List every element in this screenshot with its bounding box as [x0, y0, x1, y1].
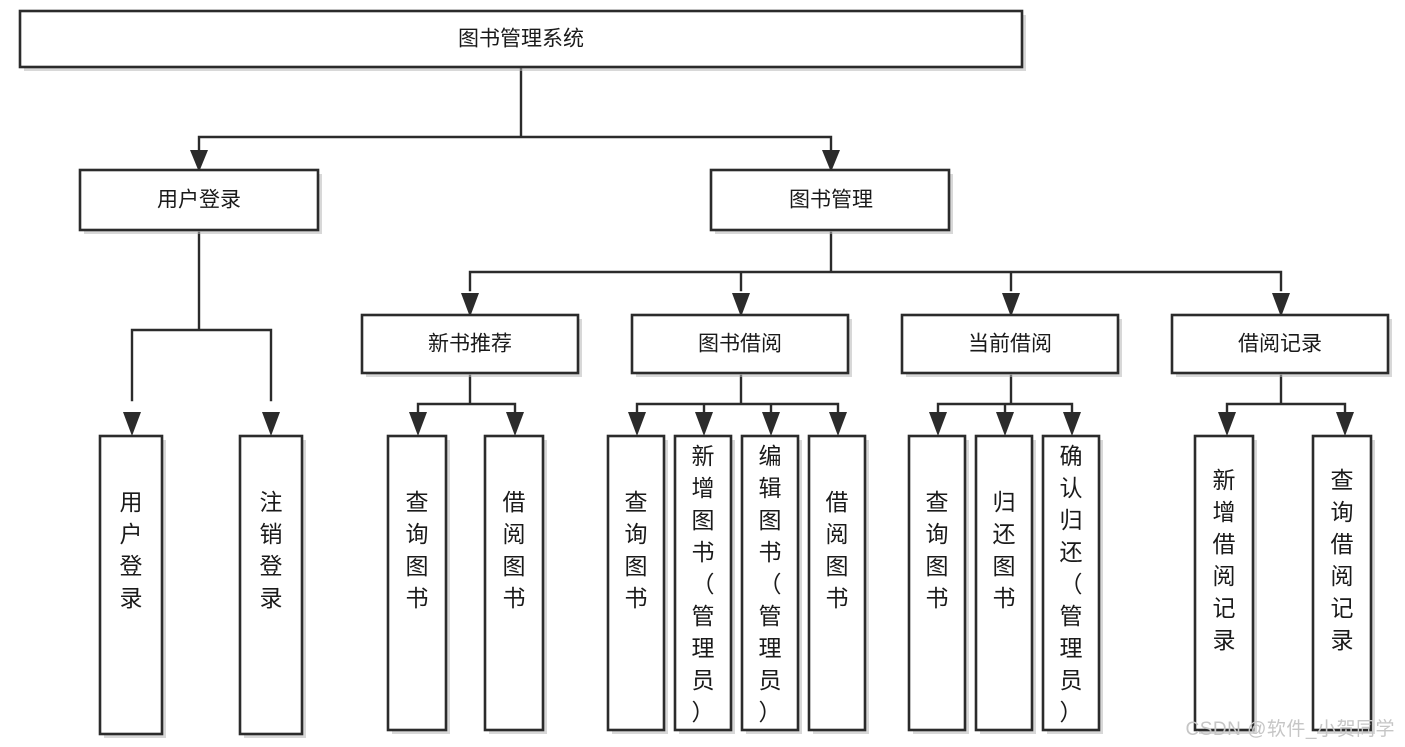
leaf-edit-book-label: 编辑图书（管理员）	[759, 443, 782, 725]
leaf-query-book-3[interactable]: 查询图书	[907, 434, 969, 734]
arrow-to-leaf-borrow-book-2	[829, 412, 847, 436]
arrow-to-borrow-record	[1272, 293, 1290, 317]
leaf-return-book-box[interactable]	[974, 434, 1034, 732]
leaf-logout-login-label: 注销登录	[260, 489, 283, 611]
leaf-return-book-label: 归还图书	[993, 489, 1016, 611]
arrow-to-user-login	[190, 150, 208, 172]
leaf-add-record-label: 新增借阅记录	[1213, 467, 1236, 653]
node-new-book-rec[interactable]: 新书推荐	[360, 313, 582, 377]
user-login-box[interactable]	[78, 168, 320, 232]
arrow-to-leaf-edit-book	[762, 412, 780, 436]
leaf-add-record-box[interactable]	[1193, 434, 1255, 732]
leaf-user-login-box[interactable]	[98, 434, 164, 736]
node-root[interactable]: 图书管理系统	[18, 9, 1026, 71]
book-manage-label: 图书管理	[789, 189, 873, 212]
arrow-to-new-book-rec	[461, 293, 479, 317]
leaf-confirm-return-label: 确认归还（管理员）	[1060, 443, 1083, 725]
leaf-logout-login-box[interactable]	[238, 434, 304, 736]
leaf-add-book[interactable]: 新增图书（管理员）	[673, 434, 735, 734]
new-book-rec-box[interactable]	[360, 313, 580, 375]
borrow-record-box[interactable]	[1170, 313, 1390, 375]
leaf-user-login-label: 用户登录	[120, 489, 143, 611]
leaf-query-record-label: 查询借阅记录	[1331, 467, 1354, 653]
arrow-to-leaf-return-book	[996, 412, 1014, 436]
current-borrow-box[interactable]	[900, 313, 1120, 375]
leaf-query-book-1-label: 查询图书	[406, 489, 429, 611]
node-book-borrow[interactable]: 图书借阅	[630, 313, 852, 377]
arrow-to-leaf-add-book	[695, 412, 713, 436]
leaf-query-book-2-label: 查询图书	[625, 489, 648, 611]
leaf-add-book-box[interactable]	[673, 434, 733, 732]
user-login-label: 用户登录	[157, 189, 241, 212]
arrow-to-leaf-query-record	[1336, 412, 1354, 436]
edge-bookborrow-trunk	[635, 374, 840, 414]
arrow-to-leaf-query-book-2	[628, 412, 646, 436]
leaf-borrow-book-2-label: 借阅图书	[826, 489, 849, 611]
current-borrow-label: 当前借阅	[968, 333, 1052, 356]
node-user-login[interactable]: 用户登录	[78, 168, 322, 234]
connector-layer	[123, 66, 1354, 436]
leaf-borrow-book-1[interactable]: 借阅图书	[483, 434, 547, 734]
leaf-add-book-label: 新增图书（管理员）	[692, 443, 715, 725]
edge-bookmanage-trunk	[468, 231, 1283, 292]
book-borrow-label: 图书借阅	[698, 333, 782, 356]
leaf-borrow-book-1-box[interactable]	[483, 434, 545, 732]
arrow-to-leaf-query-book-3	[929, 412, 947, 436]
arrow-to-leaf-add-record	[1218, 412, 1236, 436]
leaf-borrow-book-1-label: 借阅图书	[503, 489, 526, 611]
leaf-query-book-1[interactable]: 查询图书	[386, 434, 450, 734]
arrow-to-leaf-query-book-1	[409, 412, 427, 436]
leaf-return-book[interactable]: 归还图书	[974, 434, 1036, 734]
edge-currentborrow-trunk	[936, 374, 1074, 414]
new-book-rec-label: 新书推荐	[428, 333, 512, 356]
edge-root-to-level2-trunk	[197, 66, 833, 157]
root-box[interactable]	[18, 9, 1024, 69]
leaf-user-login[interactable]: 用户登录	[98, 434, 166, 738]
leaf-query-book-1-box[interactable]	[386, 434, 448, 732]
leaf-query-book-2[interactable]: 查询图书	[606, 434, 668, 734]
arrow-to-book-manage	[822, 150, 840, 172]
leaf-edit-book-box[interactable]	[740, 434, 800, 732]
arrow-to-leaf-confirm-return	[1063, 412, 1081, 436]
edge-newbookrec-trunk	[416, 374, 517, 414]
book-manage-box[interactable]	[709, 168, 951, 232]
leaf-query-book-2-box[interactable]	[606, 434, 666, 732]
borrow-record-label: 借阅记录	[1238, 333, 1322, 356]
leaf-query-book-3-box[interactable]	[907, 434, 967, 732]
node-book-manage[interactable]: 图书管理	[709, 168, 953, 234]
node-layer: 图书管理系统 用户登录 图书管理 新书推荐	[18, 9, 1392, 738]
leaf-borrow-book-2-box[interactable]	[807, 434, 867, 732]
leaf-add-record[interactable]: 新增借阅记录	[1193, 434, 1257, 734]
leaf-query-book-3-label: 查询图书	[926, 489, 949, 611]
csdn-watermark: CSDN @软件_小贺同学	[1185, 719, 1395, 740]
arrow-to-current-borrow	[1002, 293, 1020, 317]
book-borrow-box[interactable]	[630, 313, 850, 375]
root-label: 图书管理系统	[458, 28, 584, 51]
arrow-to-book-borrow	[732, 293, 750, 317]
leaf-logout-login[interactable]: 注销登录	[238, 434, 306, 738]
leaf-query-record-box[interactable]	[1311, 434, 1373, 732]
leaf-confirm-return-box[interactable]	[1041, 434, 1101, 732]
node-borrow-record[interactable]: 借阅记录	[1170, 313, 1392, 377]
edge-borrowrecord-trunk	[1225, 374, 1347, 414]
leaf-edit-book[interactable]: 编辑图书（管理员）	[740, 434, 802, 734]
arrow-to-leaf-borrow-book-1	[506, 412, 524, 436]
arrow-to-leaf-user-login	[123, 412, 141, 436]
leaf-borrow-book-2[interactable]: 借阅图书	[807, 434, 869, 734]
arrow-to-leaf-logout-login	[262, 412, 280, 436]
leaf-confirm-return[interactable]: 确认归还（管理员）	[1041, 434, 1103, 734]
edge-userlogin-trunk	[130, 231, 273, 402]
node-current-borrow[interactable]: 当前借阅	[900, 313, 1122, 377]
leaf-query-record[interactable]: 查询借阅记录	[1311, 434, 1375, 734]
